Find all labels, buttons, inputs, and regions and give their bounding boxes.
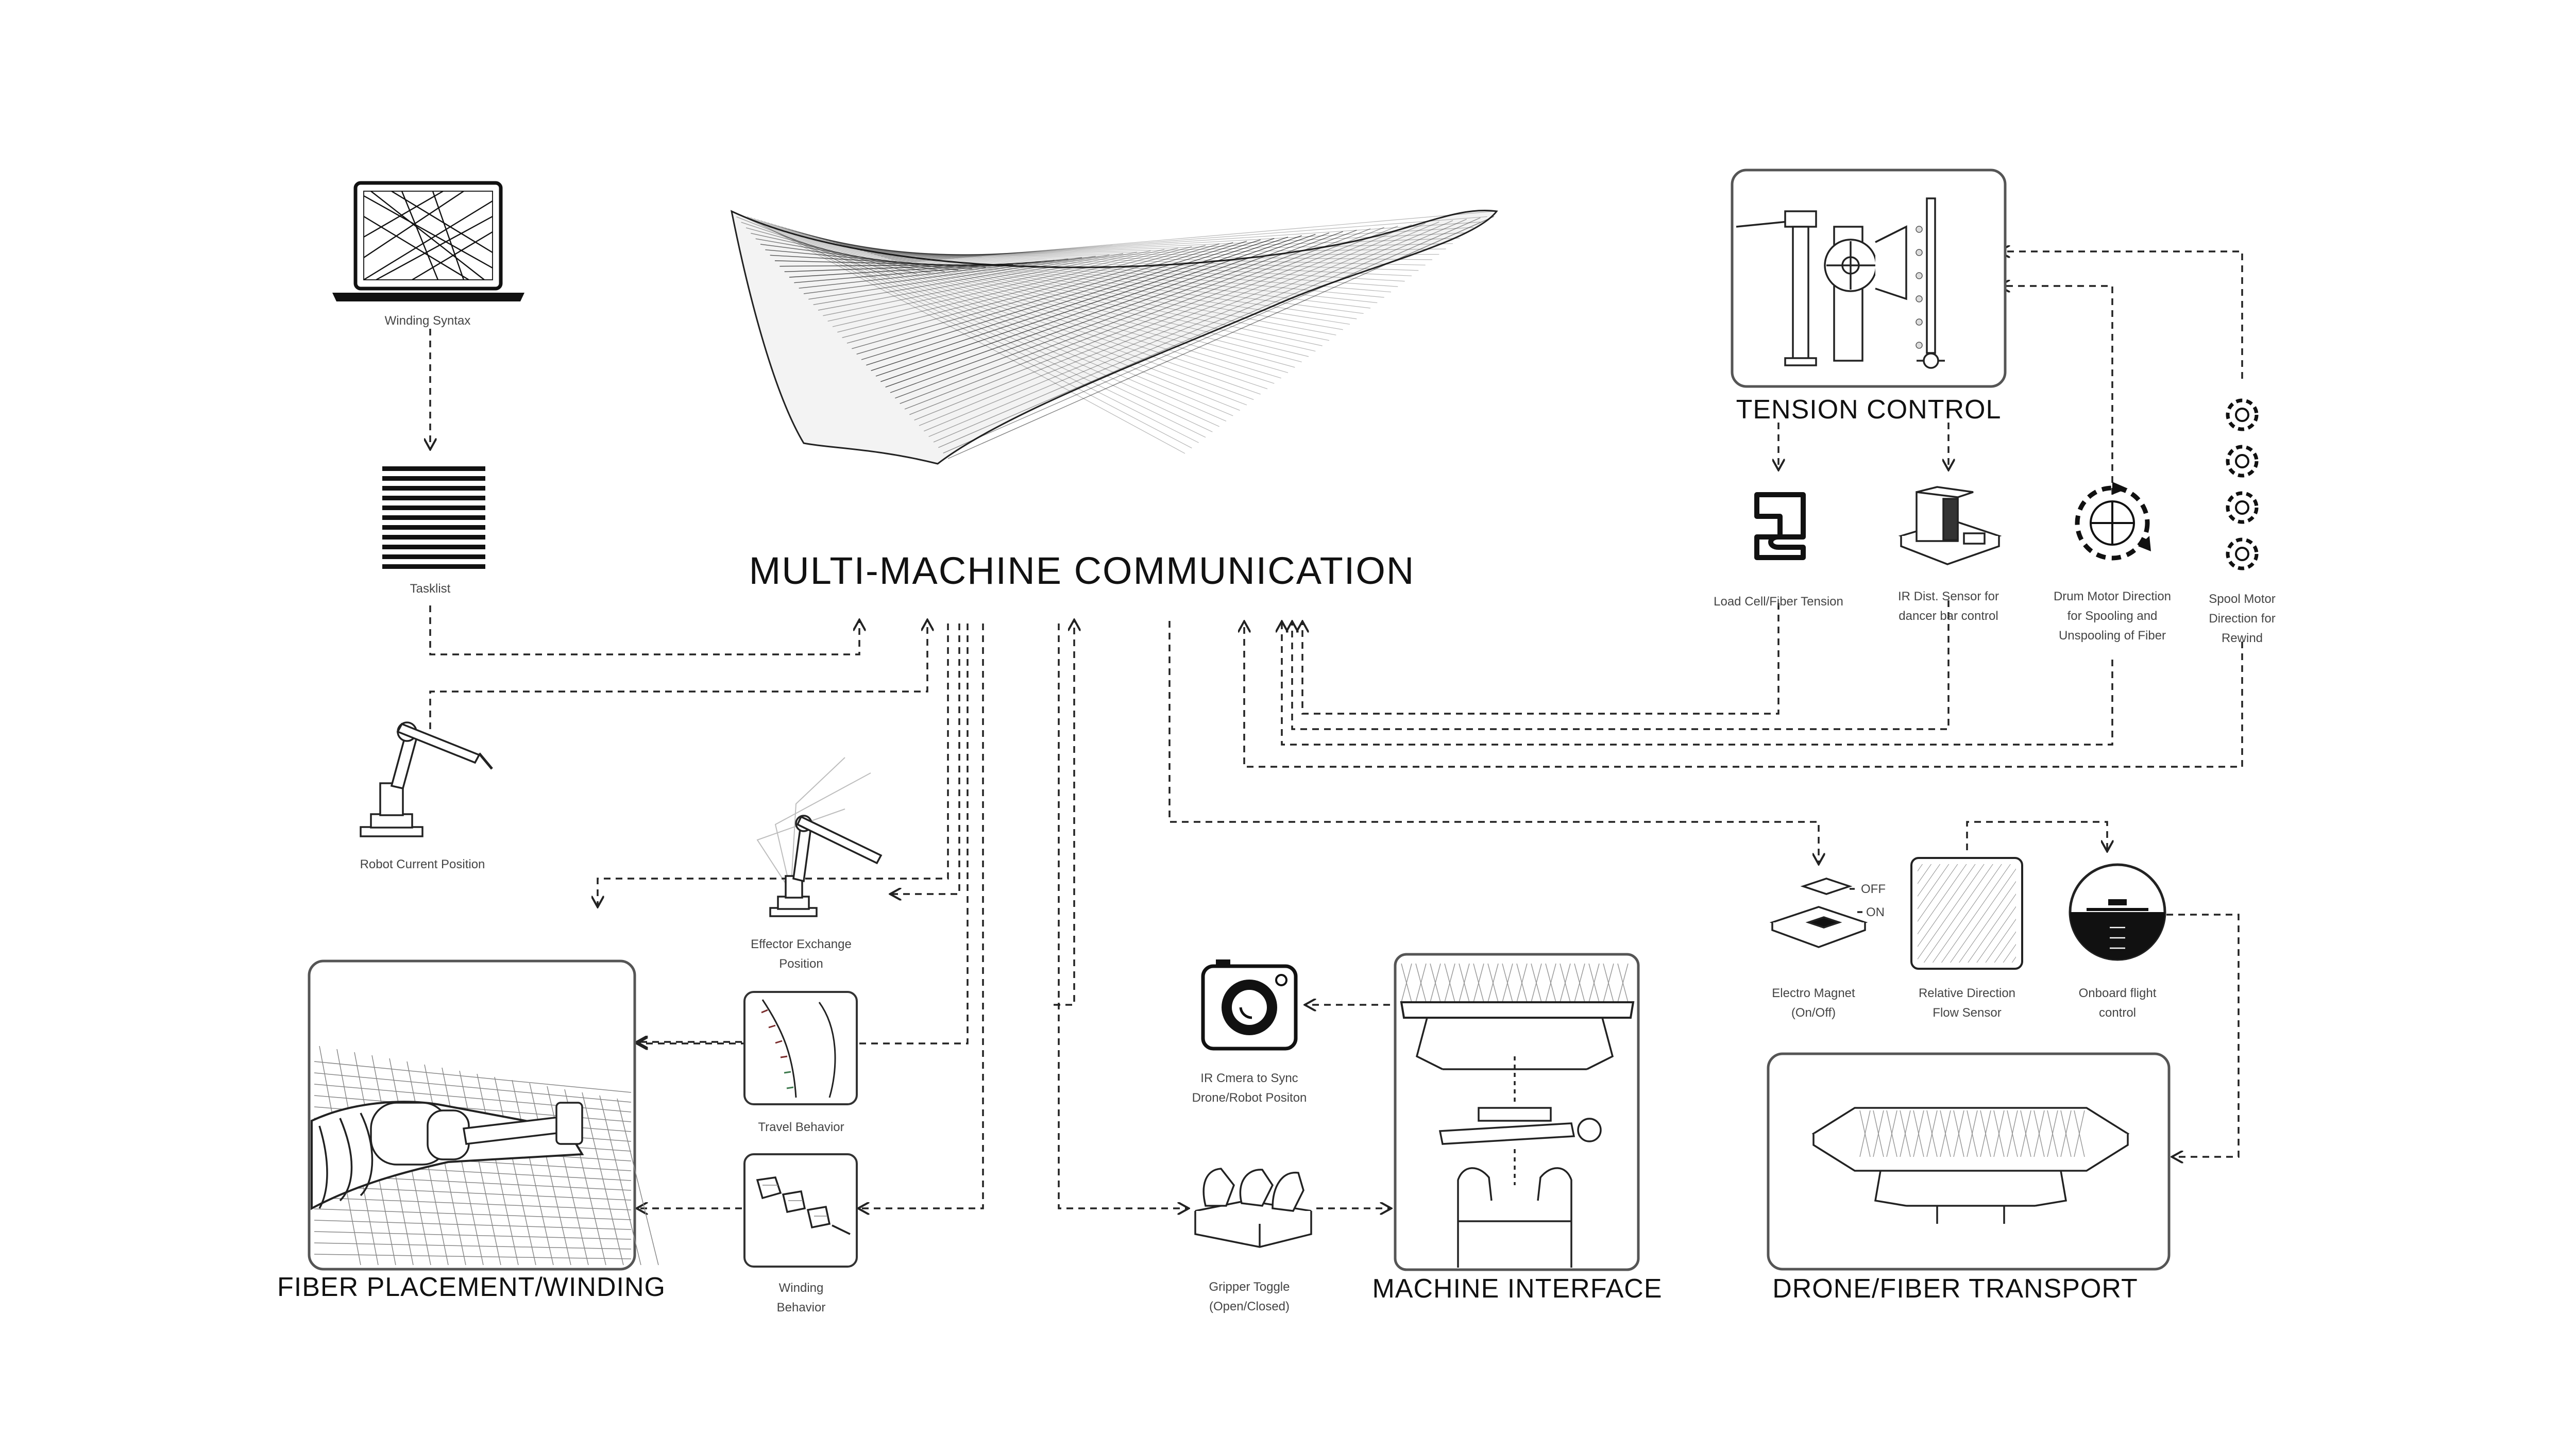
gripper-icon <box>1195 1169 1311 1247</box>
magnet-on-label: ON <box>1866 905 1885 919</box>
flow-sensor-label-1: Relative Direction <box>1919 986 2015 1000</box>
winding-syntax-label: Winding Syntax <box>385 314 471 328</box>
electro-magnet-label-1: Electro Magnet <box>1772 986 1855 1000</box>
drum-motor-icon <box>2077 482 2151 558</box>
flight-control-label-2: control <box>2099 1006 2136 1020</box>
robot-current-position-label: Robot Current Position <box>360 857 485 871</box>
electro-magnet-label-2: (On/Off) <box>1791 1006 1836 1020</box>
spool-motor-label-1: Spool Motor <box>2209 592 2275 606</box>
gripper-toggle-label-2: (Open/Closed) <box>1209 1300 1290 1313</box>
ir-sensor-label-2: dancer bar control <box>1899 609 1998 623</box>
drum-motor-label-1: Drum Motor Direction <box>2054 589 2171 603</box>
tasklist-icon <box>382 466 485 569</box>
load-cell-icon <box>1757 495 1803 558</box>
load-cell-label: Load Cell/Fiber Tension <box>1714 595 1843 609</box>
ir-camera-label-2: Drone/Robot Positon <box>1192 1091 1307 1105</box>
drum-motor-label-3: Unspooling of Fiber <box>2059 629 2166 643</box>
flight-control-label-1: Onboard flight <box>2079 986 2157 1000</box>
effector-exchange-label-2: Position <box>779 957 823 971</box>
travel-behavior-label: Travel Behavior <box>758 1120 844 1134</box>
fiber-placement-title: FIBER PLACEMENT/WINDING <box>277 1272 666 1302</box>
gripper-toggle-label-1: Gripper Toggle <box>1209 1280 1290 1294</box>
effector-exchange-label-1: Effector Exchange <box>751 937 852 951</box>
drone-transport-title: DRONE/FIBER TRANSPORT <box>1772 1274 2138 1304</box>
robot-arm-icon <box>361 722 492 836</box>
spool-motor-icon <box>2228 400 2257 568</box>
spool-motor-label-2: Direction for <box>2209 612 2275 626</box>
winding-behavior-card <box>744 1154 857 1267</box>
drone-transport-panel <box>1768 1054 2169 1269</box>
main-title: MULTI-MACHINE COMMUNICATION <box>749 549 1415 592</box>
ir-sensor-label-1: IR Dist. Sensor for <box>1898 589 1999 603</box>
machine-interface-title: MACHINE INTERFACE <box>1372 1274 1662 1304</box>
magnet-off-label: OFF <box>1861 882 1886 896</box>
winding-behavior-label-1: Winding <box>779 1281 824 1295</box>
fiber-shell-structure <box>732 210 1497 464</box>
fiber-placement-panel <box>309 961 658 1269</box>
spool-motor-label-3: Rewind <box>2222 631 2263 645</box>
tension-control-panel <box>1732 170 2005 386</box>
travel-behavior-card <box>744 992 857 1104</box>
laptop-icon <box>332 183 524 301</box>
flight-control-icon <box>2070 865 2165 959</box>
robot-arm-ghost-icon <box>757 757 881 916</box>
tension-control-title: TENSION CONTROL <box>1736 395 2002 425</box>
electro-magnet-icon <box>1772 879 1865 947</box>
tasklist-label: Tasklist <box>410 582 451 596</box>
winding-behavior-label-2: Behavior <box>777 1301 826 1315</box>
machine-interface-panel <box>1395 954 1638 1270</box>
ir-camera-label-1: IR Cmera to Sync <box>1200 1071 1298 1085</box>
flow-sensor-icon <box>1911 858 2022 969</box>
drum-motor-label-2: for Spooling and <box>2067 609 2158 623</box>
flow-sensor-label-2: Flow Sensor <box>1933 1006 2001 1020</box>
camera-icon <box>1203 959 1296 1049</box>
ir-sensor-icon <box>1901 487 1999 564</box>
